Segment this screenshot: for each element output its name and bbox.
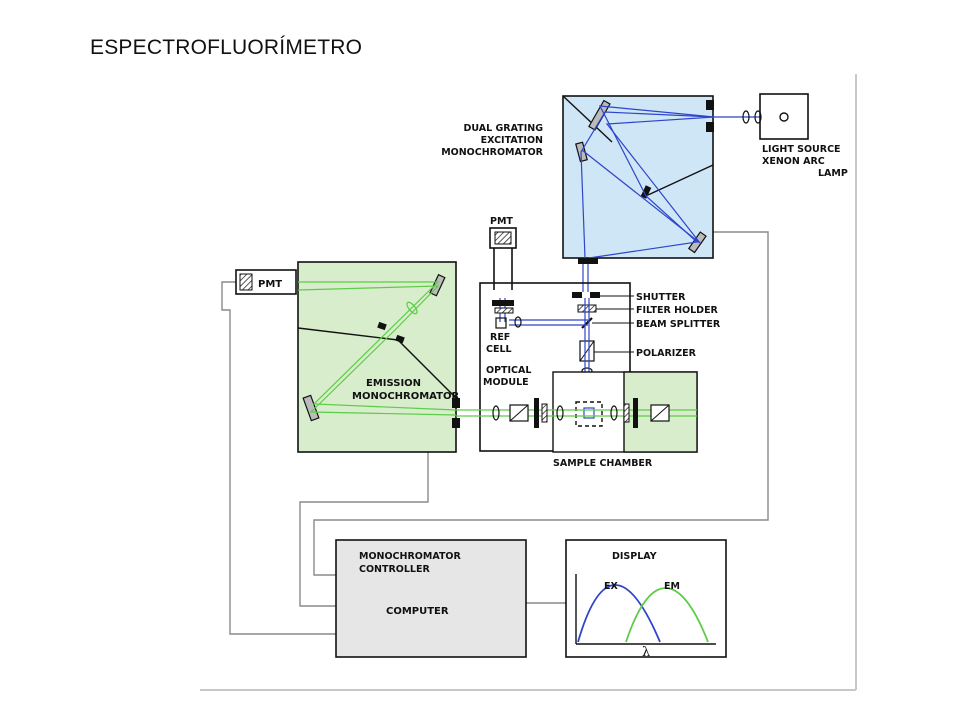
controller-label-line2: CONTROLLER (359, 564, 430, 575)
light-source-label-line2: XENON ARC (762, 156, 825, 167)
emission-pmt-label: PMT (258, 279, 282, 290)
emission-pmt (235, 269, 297, 295)
sample-chamber-label: SAMPLE CHAMBER (553, 458, 653, 469)
shutter-label: SHUTTER (636, 292, 686, 303)
display (565, 539, 727, 658)
polarizer-label: POLARIZER (636, 348, 697, 359)
slide-title: ESPECTROFLUORÍMETRO (90, 36, 363, 59)
light-source-label-line1: LIGHT SOURCE (762, 144, 841, 155)
optical-module-label-line2: MODULE (483, 377, 529, 388)
computer-label: COMPUTER (386, 606, 449, 617)
emission-mono-label-line2: MONOCHROMATOR (352, 391, 459, 402)
beam-splitter-label: BEAM SPLITTER (636, 319, 721, 330)
reference-pmt-label: PMT (490, 216, 513, 227)
lambda-label: λ (642, 645, 650, 660)
optical-module-label-line1: OPTICAL (486, 365, 531, 376)
light-source-label-line3: LAMP (818, 168, 848, 179)
ex-curve (577, 584, 661, 643)
em-curve (625, 587, 709, 643)
excitation-monochromator (562, 95, 760, 292)
em-label: EM (664, 581, 680, 592)
filter-holder-label: FILTER HOLDER (636, 305, 719, 316)
light-source-xenon-lamp (742, 93, 809, 140)
signal-wiring (221, 231, 769, 635)
sample-chamber (456, 371, 698, 453)
ref-cell-label-line1: REF (490, 332, 510, 343)
controller-computer (335, 539, 527, 658)
controller-label-line1: MONOCHROMATOR (359, 551, 461, 562)
component-leaders (592, 295, 634, 353)
reference-pmt (489, 227, 517, 290)
emission-monochromator (297, 261, 460, 453)
ex-label: EX (604, 581, 618, 592)
ref-cell-label-line2: CELL (486, 344, 512, 355)
excitation-mono-label-line3: MONOCHROMATOR (441, 147, 543, 158)
excitation-mono-label-line1: DUAL GRATING (463, 123, 543, 134)
emission-mono-label-line1: EMISSION (366, 378, 421, 389)
display-label: DISPLAY (612, 551, 657, 562)
excitation-mono-label-line2: EXCITATION (481, 135, 543, 146)
